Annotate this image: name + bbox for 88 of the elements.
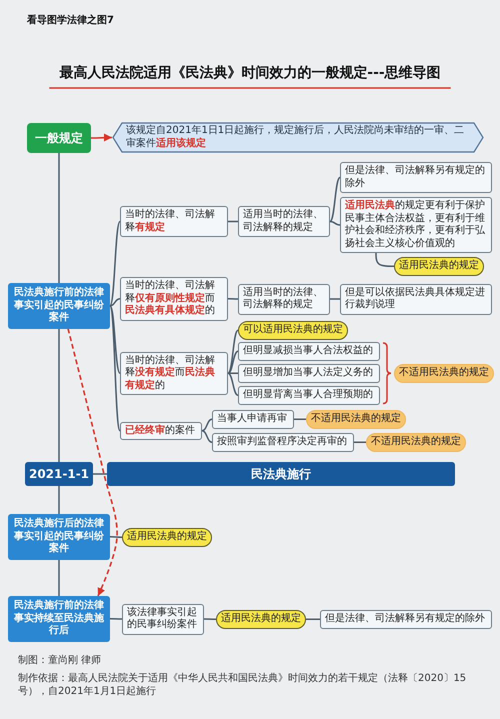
connector-line [228, 350, 238, 374]
connector-line [110, 536, 122, 538]
source-note: 制作依据：最高人民法院关于适用《中华人民共和国民法典》时间效力的若干规定（法释〔2020〕15号），自2021年1月1日起施行 [18, 672, 468, 698]
connector-line [93, 473, 107, 475]
connector-line [330, 176, 340, 222]
condition-text: 当时的法律、司法解释有规定 [125, 209, 216, 234]
condition-text: 适用民法典的规定更有利于保护民事主体合法权益，更有利于维护社会和经济秩序，更有利于弘扬社会主义核心价值观的 [345, 200, 486, 250]
condition-box [238, 342, 380, 360]
condition-text: 按照审判监督程序决定再审的 [217, 436, 348, 448]
case-type-label: 民法典施行前的法律事实持续至民法典施行后 [13, 600, 105, 638]
exclusion-label: 不适用民法典的规定 [399, 367, 489, 380]
condition-box [212, 433, 354, 452]
result-pill [394, 257, 484, 276]
condition-text: 但是法律、司法解释另有规定的除外 [325, 613, 486, 626]
condition-box [120, 422, 202, 440]
result-pill [122, 528, 212, 546]
condition-text: 适用当时的法律、司法解释的规定 [243, 209, 324, 234]
condition-text: 适用当时的法律、司法解释的规定 [243, 286, 324, 312]
condition-box [122, 604, 204, 634]
connector-line [109, 305, 121, 432]
connector-line [228, 330, 238, 374]
result-pill [238, 321, 348, 340]
category-box [27, 123, 91, 153]
connector-line [228, 372, 238, 374]
callout-text: 该规定自2021年1日1日起施行，规定施行后，人民法院尚未审结的一审、二审案件适用该规定 [126, 125, 466, 150]
condition-box [340, 162, 492, 193]
connector-line [110, 298, 120, 306]
exclusion-label: 不适用民法典的规定 [371, 436, 461, 448]
connector-line [330, 298, 340, 300]
connector-line [109, 305, 121, 374]
condition-text: 但是可以依据民法典具体规定进行裁判说理 [345, 286, 486, 312]
connector-line [202, 418, 212, 432]
condition-box [340, 197, 492, 253]
connector-line [58, 560, 60, 596]
condition-text: 但明显减损当事人合法权益的 [243, 345, 374, 358]
condition-box [238, 386, 380, 404]
connector-line [109, 221, 121, 306]
case-type-label: 民法典施行后的法律事实引起的民事纠纷案件 [13, 518, 105, 556]
exclusion-pill [366, 433, 466, 452]
connector-line [354, 442, 366, 443]
connector-line [58, 328, 60, 462]
arrow [91, 134, 112, 142]
page-title: 最高人民法院适用《民法典》时间效力的一般规定---思维导图 [59, 64, 441, 82]
condition-text: 但明显增加当事人法定义务的 [243, 367, 374, 380]
condition-box [120, 277, 228, 320]
condition-text: 当时的法律、司法解释仅有原则性规定而民法典有具体规定的 [125, 280, 216, 318]
exclusion-label: 不适用民法典的规定 [311, 413, 401, 426]
result-pill [216, 610, 306, 628]
connector-line [204, 618, 216, 620]
condition-text: 当时的法律、司法解释没有规定而民法典有规定的 [125, 354, 216, 392]
exclusion-pill [394, 364, 494, 382]
condition-box [212, 410, 294, 428]
connector-line [58, 486, 60, 514]
dashed-arrow [67, 328, 118, 596]
result-label: 适用民法典的规定 [399, 260, 479, 272]
connector-line [58, 153, 60, 283]
connector-line [228, 298, 238, 300]
condition-box [320, 610, 492, 628]
category-label: 一般规定 [35, 130, 83, 146]
connector-line [306, 618, 320, 620]
condition-box [120, 206, 228, 237]
date-box [25, 462, 93, 486]
series-label: 看导图学法律之图7 [27, 14, 114, 27]
condition-text: 当事人申请再审 [217, 413, 288, 426]
connector-line [294, 418, 306, 420]
condition-text: 已经终审的案件 [125, 424, 196, 437]
connector-line [110, 618, 122, 620]
condition-box [238, 364, 380, 382]
result-label: 适用民法典的规定 [221, 613, 301, 626]
case-type-label: 民法典施行前的法律事实引起的民事纠纷案件 [13, 287, 105, 324]
result-label: 可以适用民法典的规定 [243, 324, 343, 336]
connector-line [330, 220, 340, 226]
condition-box [238, 284, 330, 314]
condition-box [120, 352, 228, 395]
condition-text: 但明显背离当事人合理预期的 [243, 389, 374, 402]
timeline-band [107, 462, 455, 486]
band-label: 民法典施行 [251, 466, 311, 482]
credit-text: 制图：童尚刚 律师 [18, 654, 102, 667]
condition-box [238, 206, 330, 237]
connector-line [202, 430, 212, 443]
result-label: 适用民法典的规定 [127, 531, 207, 544]
date-label: 2021-1-1 [28, 466, 90, 482]
condition-box [340, 284, 492, 314]
connector-line [228, 372, 238, 396]
condition-text: 该法律事实引起的民事纠纷案件 [127, 606, 198, 632]
connector-line [228, 220, 238, 222]
condition-text: 但是法律、司法解释另有规定的除外 [345, 165, 486, 190]
exclusion-pill [306, 410, 406, 428]
